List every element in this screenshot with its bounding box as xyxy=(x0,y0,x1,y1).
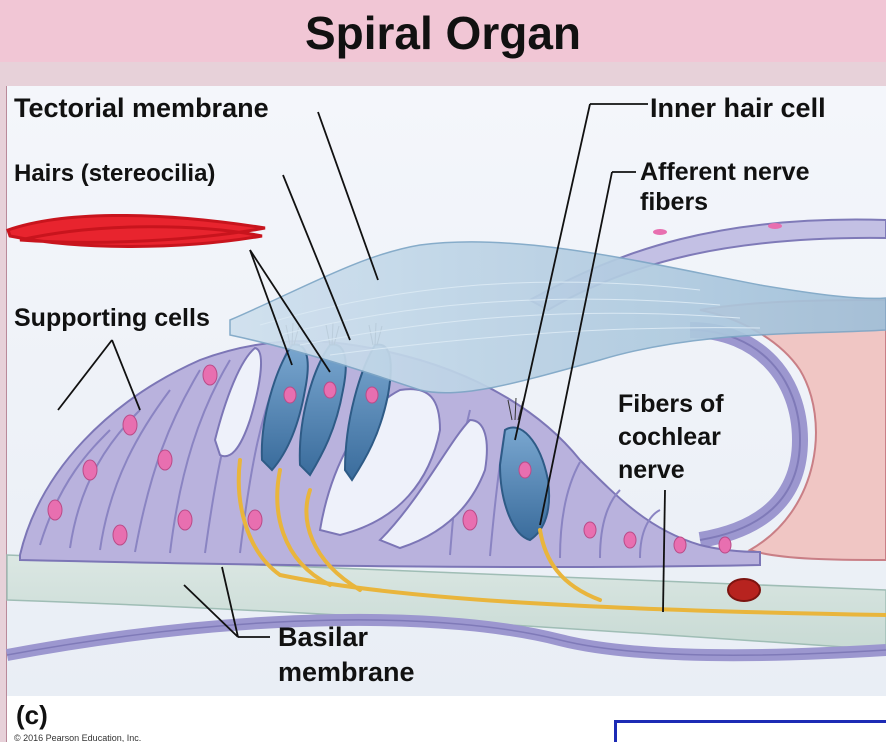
label-inner-hair-cell: Inner hair cell xyxy=(650,93,826,123)
tunnel-space xyxy=(318,388,442,537)
outer-cell-ring-edge xyxy=(689,329,802,541)
lower-cell-layer-edge xyxy=(6,619,886,656)
cell-nuclei xyxy=(47,364,732,554)
label-basilar-line1: Basilar xyxy=(278,622,369,652)
page-title: Spiral Organ xyxy=(0,0,886,62)
nerve-fibers xyxy=(236,458,886,617)
tectorial-fibers xyxy=(259,281,761,356)
outer-hair-cells xyxy=(260,343,392,482)
leader-lines xyxy=(57,103,666,638)
label-cochlear-line1: Fibers of xyxy=(618,390,724,418)
label-afferent-line2: fibers xyxy=(640,188,709,216)
panel-letter: (c) xyxy=(16,700,48,730)
inner-tunnel-space xyxy=(378,418,488,550)
redaction-scribble xyxy=(6,213,266,248)
outer-space xyxy=(213,346,263,458)
label-supporting-cells: Supporting cells xyxy=(14,304,210,332)
membrane-nuclei xyxy=(653,223,782,235)
label-stereocilia: Hairs (stereocilia) xyxy=(14,160,216,187)
label-afferent-line1: Afferent nerve xyxy=(640,158,810,186)
label-cochlear-line3: nerve xyxy=(618,456,685,484)
label-tectorial-membrane: Tectorial membrane xyxy=(14,93,269,123)
blood-vessel xyxy=(727,578,761,602)
copyright-notice: © 2016 Pearson Education, Inc. xyxy=(14,733,142,742)
page-reference-box xyxy=(614,720,886,742)
label-basilar-line2: membrane xyxy=(278,657,415,687)
inner-hair-cell-shape xyxy=(498,426,551,542)
label-cochlear-line2: cochlear xyxy=(618,423,721,451)
